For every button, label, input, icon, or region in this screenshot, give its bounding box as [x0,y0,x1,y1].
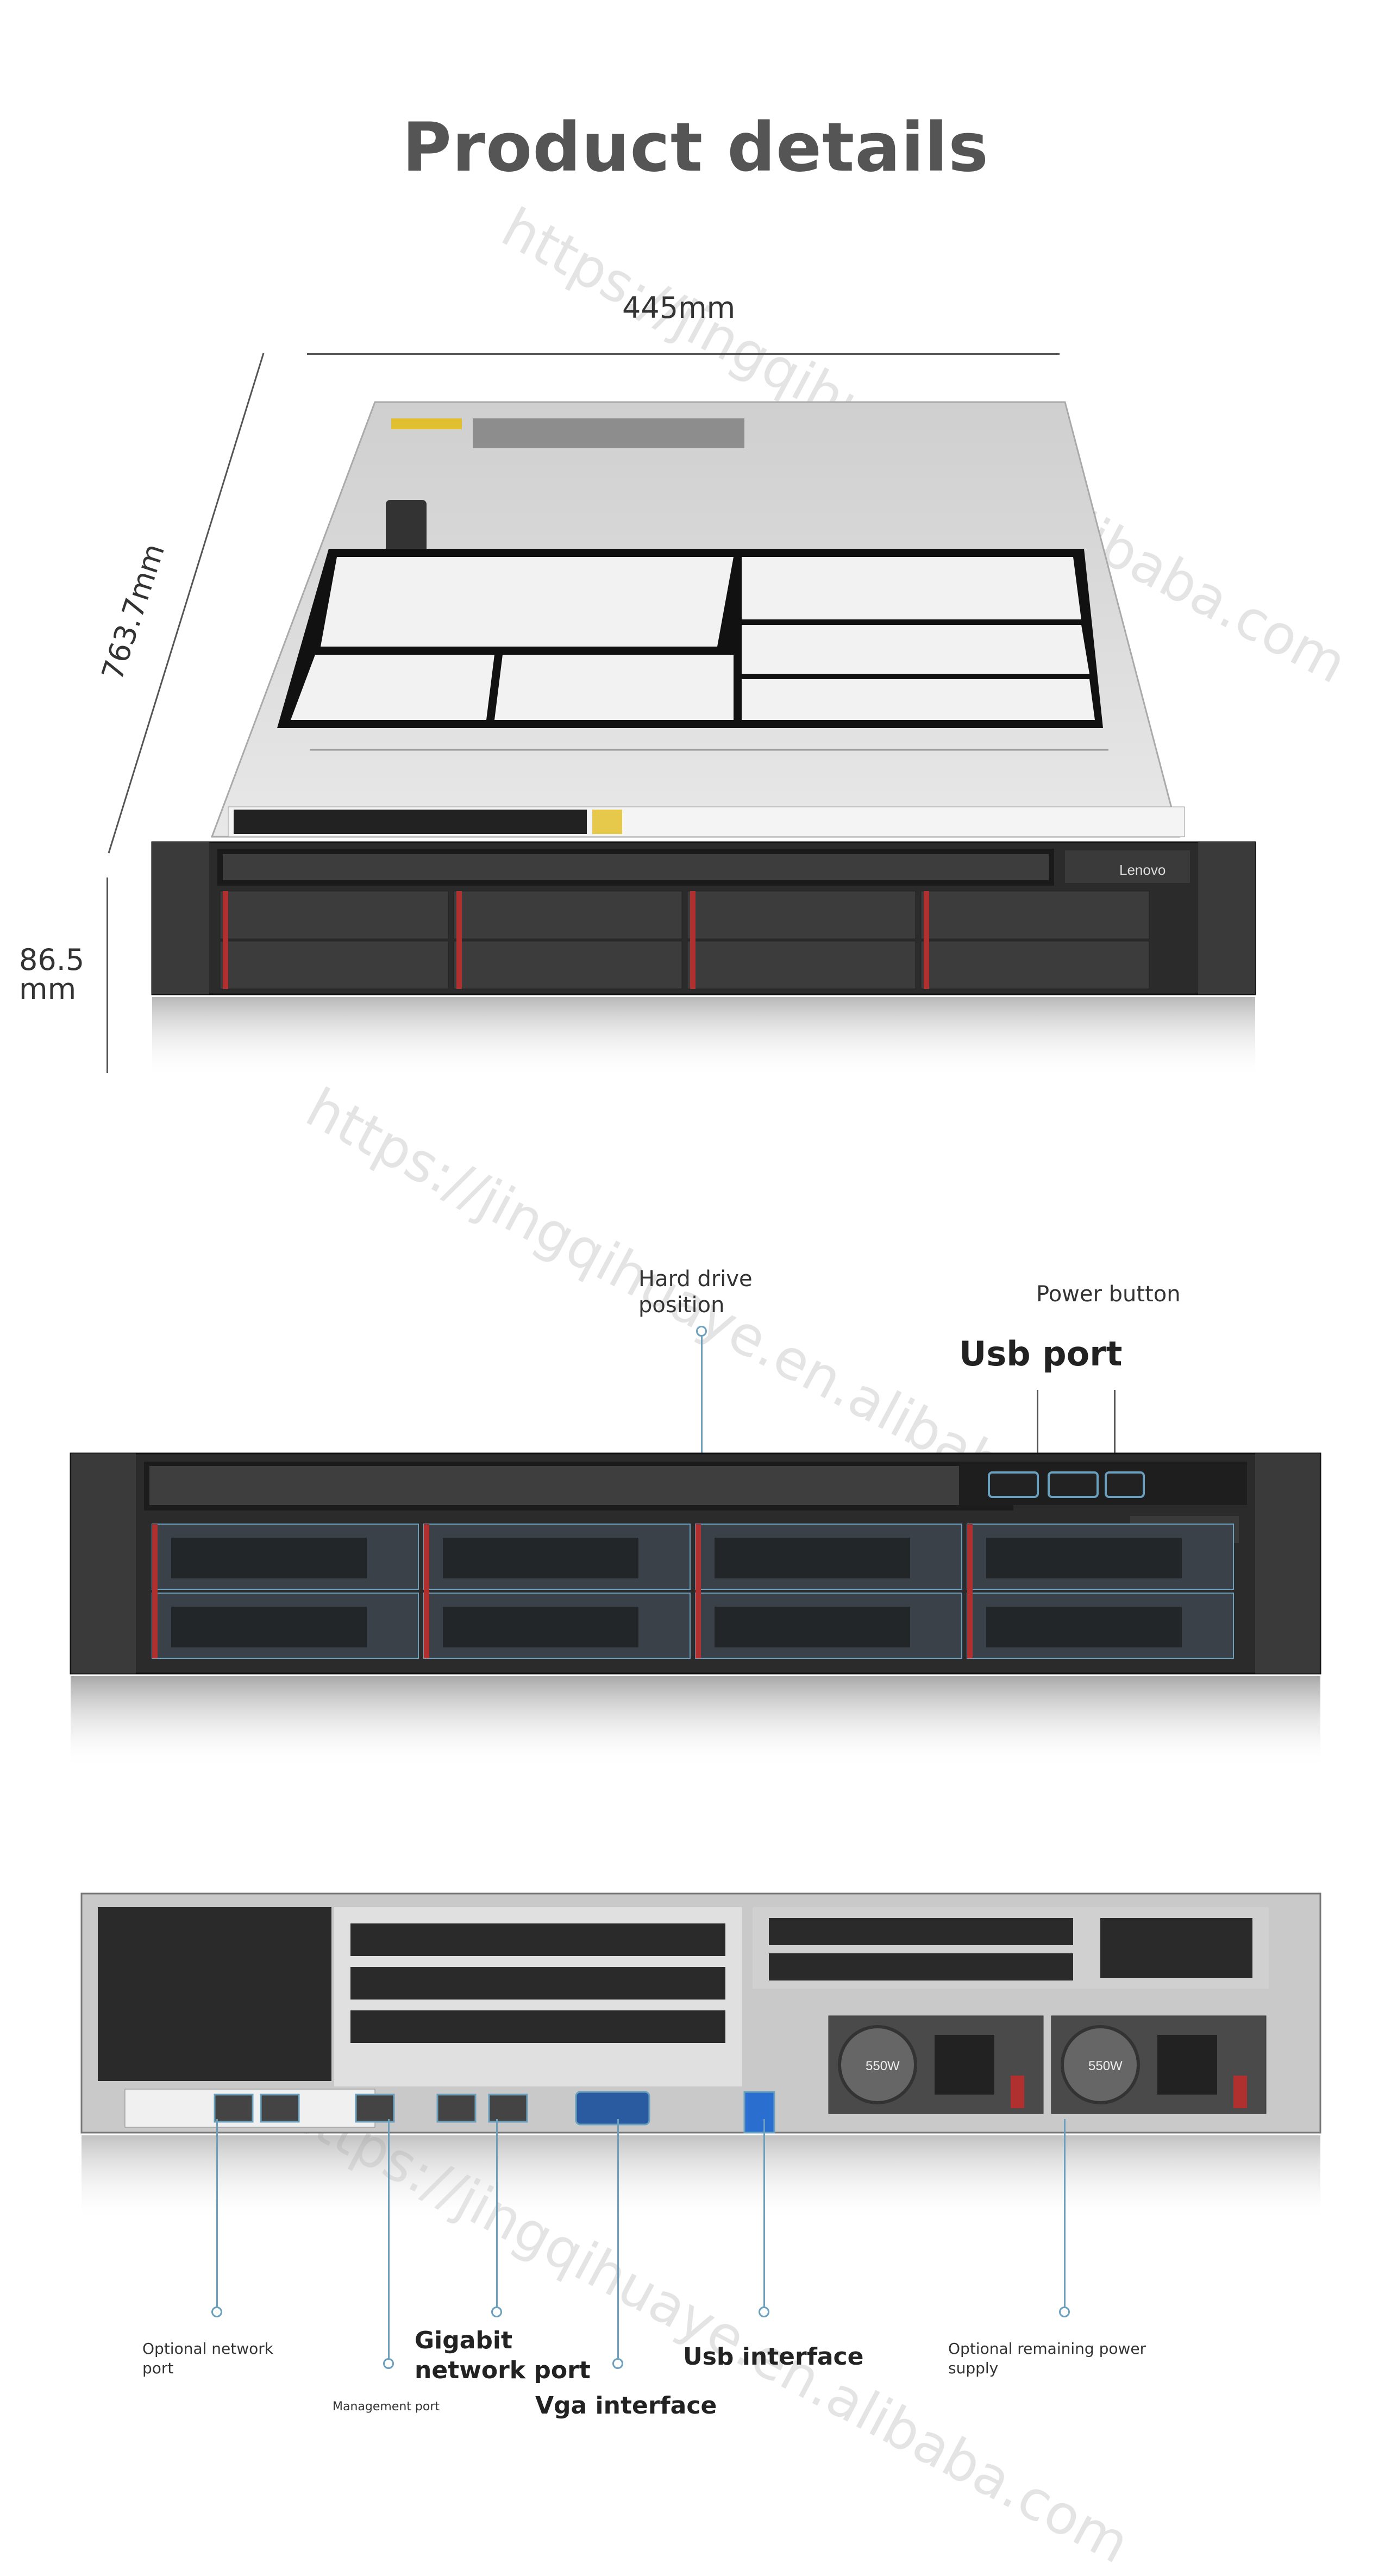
psu-rating: 550W [1088,2059,1123,2073]
gigabit-label-line1: Gigabit [415,2327,512,2354]
gigabit-network-port-label: Gigabit network port [415,2326,591,2385]
hard-drive-position-label: Hard drive position [638,1266,753,1318]
hard-drive-callout-line [701,1337,703,1524]
power-button-label: Power button [1036,1282,1181,1307]
power-supply-callout-dot [1059,2307,1070,2317]
optional-network-label-line2: port [142,2359,174,2378]
usb-port-label: Usb port [959,1334,1123,1374]
width-dimension-line [307,353,1060,355]
optional-network-callout-dot [211,2307,222,2317]
server-rear-image: 550W 550W [80,1892,1321,2222]
server-isometric-image: Lenovo [151,401,1256,1079]
optional-network-label-line1: Optional network [142,2340,273,2358]
gigabit-callout-dot [491,2307,502,2317]
usb-port-callout-line [1037,1390,1038,1461]
page-title: Product details [402,109,989,187]
usb-interface-label: Usb interface [683,2343,864,2371]
height-dimension-label: 86.5 mm [19,945,84,1004]
height-dimension-line [106,878,108,1073]
hard-drive-callout-dot [696,1326,707,1337]
optional-network-port-label: Optional network port [142,2339,273,2379]
management-port-label: Management port [333,2400,440,2414]
power-supply-label-line1: Optional remaining power [948,2340,1146,2358]
gigabit-callout-line [496,2119,498,2307]
management-port-callout-dot [383,2358,394,2369]
power-supply-label: Optional remaining power supply [948,2339,1146,2379]
optional-network-callout-line [216,2119,218,2307]
vga-callout-line [617,2119,619,2358]
power-supply-callout-line [1064,2119,1066,2307]
brand-logo: Lenovo [1119,862,1166,878]
gigabit-label-line2: network port [415,2356,591,2384]
psu-rating: 550W [866,2059,900,2073]
vga-callout-dot [612,2358,623,2369]
power-supply-label-line2: supply [948,2359,999,2378]
height-unit: mm [19,972,77,1006]
usb-interface-callout-line [763,2119,765,2307]
depth-dimension-line [108,353,265,854]
hard-drive-label-line2: position [638,1293,725,1318]
management-port-callout-line [388,2119,390,2358]
usb-interface-callout-dot [759,2307,769,2317]
server-front-image: Lenovo [70,1452,1321,1769]
width-dimension-label: 445mm [622,291,736,325]
height-value: 86.5 [19,943,85,977]
hard-drive-label-line1: Hard drive [638,1267,753,1292]
vga-interface-label: Vga interface [535,2392,717,2420]
power-button-callout-line [1114,1390,1116,1461]
